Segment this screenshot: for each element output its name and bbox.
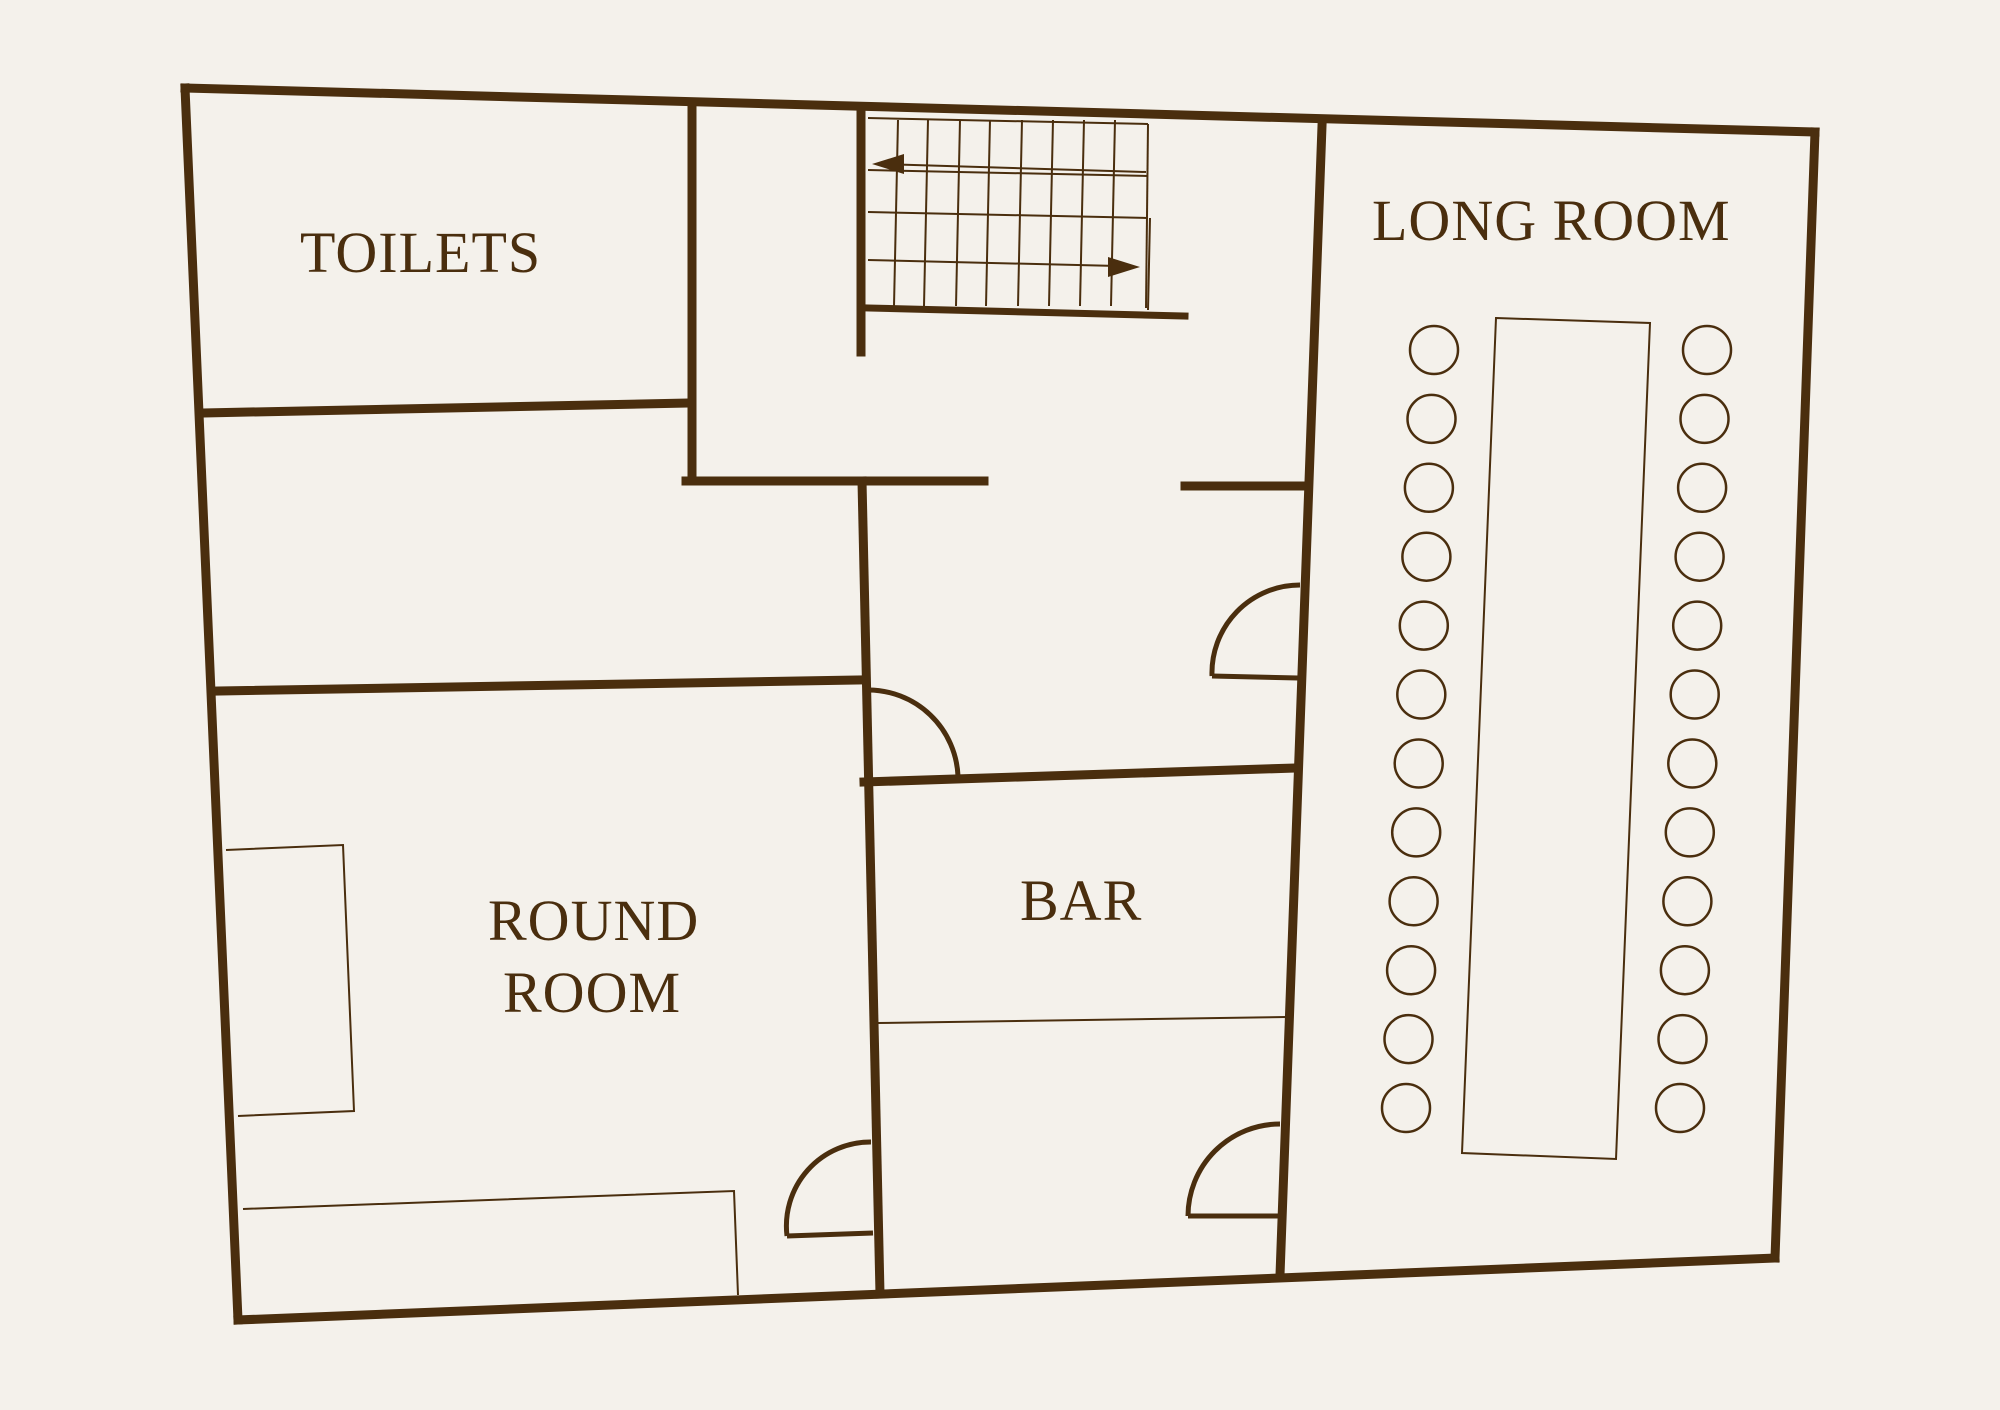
bench-left — [225, 843, 356, 1117]
stair-tread — [1048, 119, 1054, 307]
stair-tread — [1079, 119, 1085, 307]
doors — [783, 582, 1301, 1239]
stair-tread — [893, 119, 899, 307]
room-label-long-room: LONG ROOM — [1372, 188, 1731, 253]
room-label-toilets: TOILETS — [300, 220, 541, 285]
room-label-round-room-line2: ROOM — [503, 960, 681, 1025]
stool — [1388, 876, 1439, 927]
stool — [1659, 944, 1711, 996]
stool — [1667, 738, 1718, 789]
stool — [1662, 876, 1713, 927]
stool — [1671, 600, 1723, 651]
door-bar-lower — [1185, 1121, 1281, 1219]
door-long-room-upper — [1209, 582, 1301, 681]
door-round-room-upper — [867, 687, 961, 777]
bench-bottom — [242, 1189, 739, 1296]
stool — [1403, 462, 1455, 514]
stool — [1385, 944, 1437, 996]
door-round-room-lower — [783, 1139, 874, 1239]
arrow-left-icon — [872, 154, 904, 174]
interior-walls — [198, 103, 1327, 1299]
stool — [1401, 531, 1452, 582]
stair-tread — [1110, 119, 1116, 307]
room-label-bar: BAR — [1020, 868, 1142, 933]
bar-counter — [877, 1016, 1287, 1024]
stool — [1676, 462, 1728, 514]
room-label-round-room-line1: ROUND — [488, 888, 699, 953]
stool — [1393, 738, 1444, 789]
furniture — [225, 316, 1733, 1296]
stool — [1654, 1082, 1706, 1134]
stool — [1396, 669, 1447, 720]
stools-right — [1654, 324, 1733, 1134]
stair-tread — [1017, 119, 1023, 307]
outer-walls — [180, 83, 1820, 1325]
stool — [1674, 531, 1725, 582]
stair-tread — [955, 119, 961, 307]
long-table — [1460, 316, 1652, 1161]
stool — [1398, 600, 1450, 651]
arrow-right-icon — [1108, 257, 1140, 277]
stool — [1390, 807, 1442, 858]
stair-tread — [923, 119, 929, 307]
stool — [1664, 807, 1716, 858]
stool — [1380, 1082, 1432, 1134]
stool — [1681, 324, 1733, 376]
stool — [1657, 1013, 1708, 1065]
stairs-icon — [867, 117, 1151, 311]
stool — [1679, 393, 1730, 445]
stool — [1669, 669, 1720, 720]
stool — [1408, 324, 1460, 376]
stair-tread — [985, 119, 991, 307]
stools-left — [1380, 324, 1460, 1134]
stool — [1406, 393, 1457, 445]
stool — [1383, 1013, 1434, 1065]
